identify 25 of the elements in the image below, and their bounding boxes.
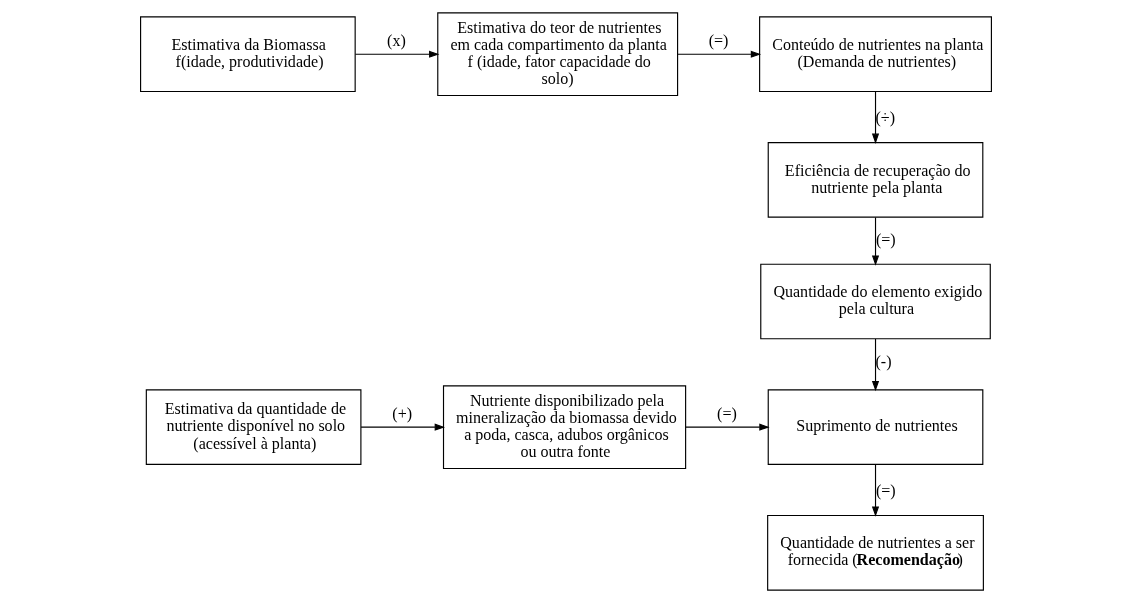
node-box: Quantidade de nutrientes a ser fornecida (Recomendação): [766, 514, 984, 591]
arrow: [871, 338, 879, 392]
arrow: [684, 423, 770, 431]
node-box: Estimativa do teor de nutrientes em cada compartimento da planta f (idade, fator capacidade do solo): [436, 12, 678, 97]
edge-label: (=): [708, 32, 728, 50]
edge-label: (x): [386, 32, 406, 50]
arrow: [676, 50, 761, 58]
edge-label: (-): [875, 352, 892, 370]
node-box: Estimativa da Biomassa f(idade, produtividade): [139, 16, 356, 93]
node-box: Estimativa da quantidade de nutriente disponível no solo (acessível à planta): [145, 389, 361, 465]
arrow: [354, 50, 439, 58]
edge-label: (+): [391, 405, 412, 423]
node-box: Quantidade do elemento exigido pela cultura: [759, 263, 991, 340]
node-box: Conteúdo de nutrientes na planta (Demanda de nutrientes): [758, 16, 992, 93]
edge-label: (=): [875, 482, 896, 500]
arrow: [871, 216, 879, 266]
edge-label: (=): [716, 405, 737, 423]
arrow: [871, 91, 879, 144]
arrow: [871, 464, 879, 517]
node-box: Eficiência de recuperação do nutriente pela planta: [767, 142, 983, 218]
node-box: Suprimento de nutrientes: [767, 389, 983, 465]
edge-label: (=): [875, 230, 896, 248]
arrow: [360, 423, 445, 431]
edge-label: (÷): [875, 109, 895, 127]
node-box: Nutriente disponibilizado pela mineralização da biomassa devido a poda, casca, adubos orgânicos ou outra fonte: [442, 385, 686, 470]
